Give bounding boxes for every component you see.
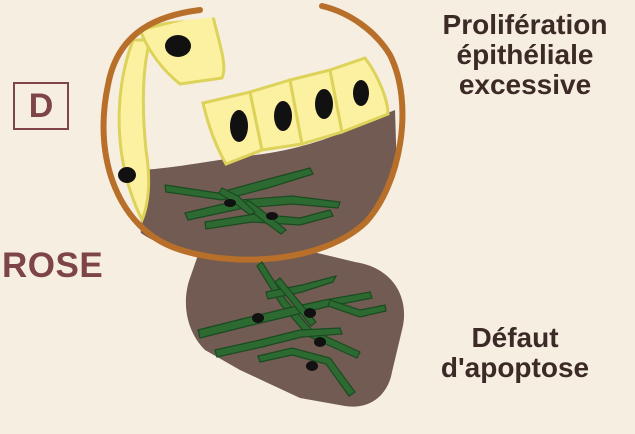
caption-proliferation: Prolifération épithéliale excessive	[425, 10, 625, 100]
nucleus	[165, 35, 191, 57]
nucleus	[224, 199, 236, 207]
caption-line: Prolifération	[425, 10, 625, 40]
epithelial-cell-left	[119, 40, 150, 220]
caption-line: Défaut	[435, 323, 595, 353]
nucleus	[266, 212, 278, 220]
nucleus	[118, 167, 136, 183]
side-label: ROSE	[2, 246, 103, 286]
nucleus	[353, 80, 369, 106]
nucleus	[230, 110, 248, 142]
nucleus	[274, 101, 292, 131]
nucleus	[304, 308, 316, 318]
caption-line: d'apoptose	[435, 353, 595, 383]
panel-letter-box: D	[13, 82, 69, 130]
nucleus	[315, 89, 333, 119]
caption-apoptosis: Défaut d'apoptose	[435, 323, 595, 383]
panel-letter: D	[29, 89, 54, 123]
nucleus	[252, 313, 264, 323]
nucleus	[306, 361, 318, 371]
caption-line: excessive	[425, 70, 625, 100]
nucleus	[314, 337, 326, 347]
caption-line: épithéliale	[425, 40, 625, 70]
